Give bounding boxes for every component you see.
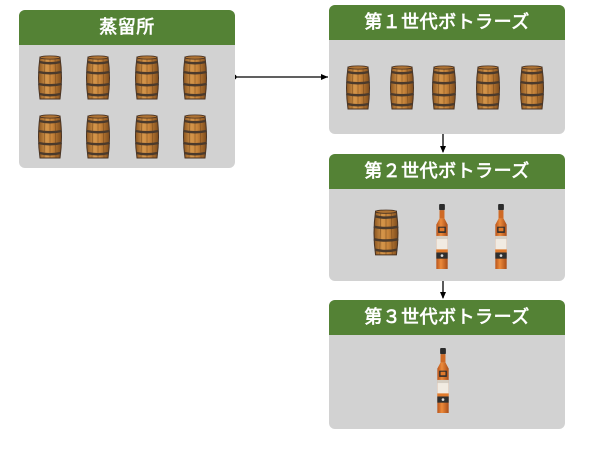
third-bottlers-title: 第３世代ボトラーズ <box>329 300 565 335</box>
barrel-icon <box>342 64 374 112</box>
second-bottlers-panel: 第２世代ボトラーズ <box>329 154 565 281</box>
barrel-icon <box>82 113 114 161</box>
barrel-icon <box>179 113 211 161</box>
whisky-bottle-icon <box>491 204 511 270</box>
whisky-bottle-icon <box>433 348 453 414</box>
barrel-icon <box>82 54 114 102</box>
barrel-icon <box>179 54 211 102</box>
third-bottlers-panel: 第３世代ボトラーズ <box>329 300 565 429</box>
barrel-icon <box>472 64 504 112</box>
first-bottlers-title: 第１世代ボトラーズ <box>329 5 565 40</box>
barrel-icon <box>428 64 460 112</box>
distillery-panel: 蒸留所 <box>19 10 235 168</box>
first-bottlers-panel: 第１世代ボトラーズ <box>329 5 565 134</box>
second-bottlers-title: 第２世代ボトラーズ <box>329 154 565 189</box>
connector-distillery-to-first <box>231 74 328 80</box>
barrel-icon <box>369 208 403 258</box>
barrel-icon <box>34 54 66 102</box>
whisky-bottle-icon <box>432 204 452 270</box>
barrel-icon <box>34 113 66 161</box>
barrel-icon <box>131 54 163 102</box>
distillery-title: 蒸留所 <box>19 10 235 45</box>
barrel-icon <box>386 64 418 112</box>
barrel-icon <box>131 113 163 161</box>
barrel-icon <box>516 64 548 112</box>
